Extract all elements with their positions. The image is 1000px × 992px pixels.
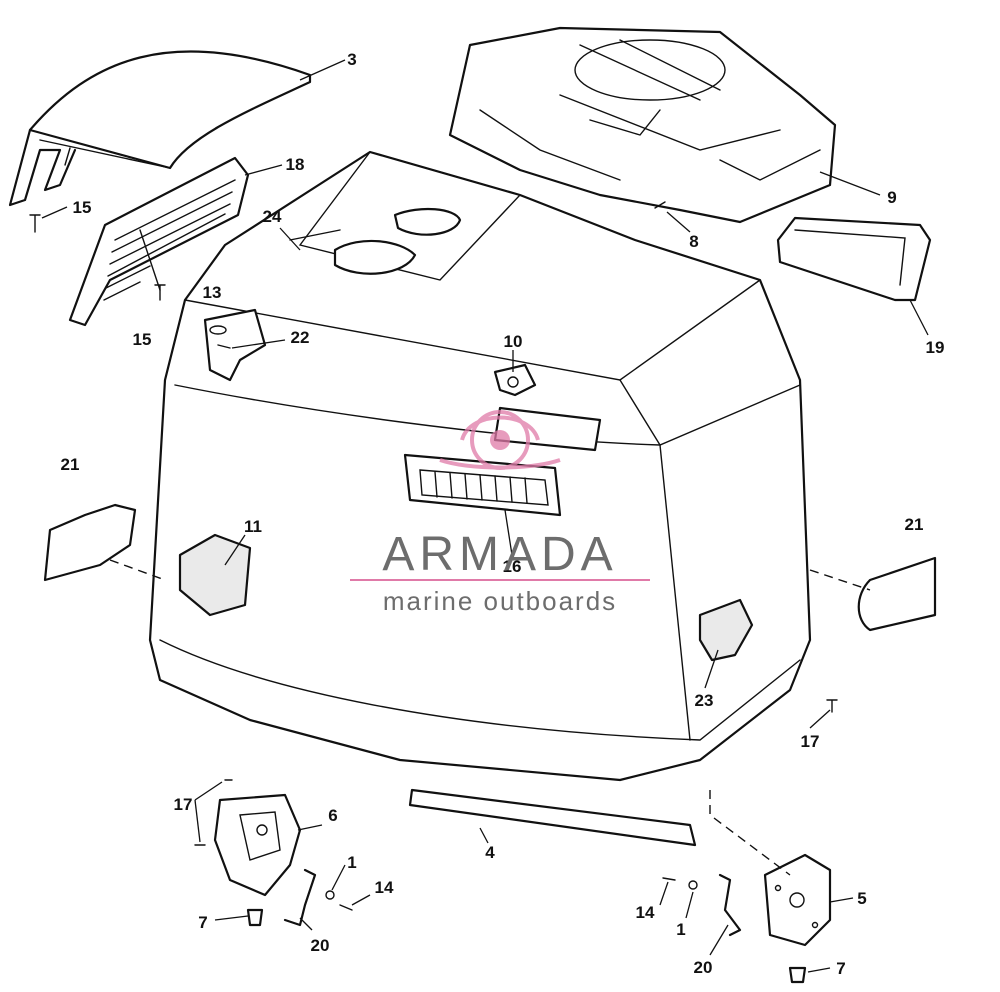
armada-logo-mark xyxy=(439,410,561,470)
part-11-foam xyxy=(178,533,252,617)
callout-8: 8 xyxy=(689,232,698,251)
leader-21-right xyxy=(809,569,871,591)
callout-22: 22 xyxy=(291,328,310,347)
callout-1: 1 xyxy=(347,853,356,872)
callout-20: 20 xyxy=(311,936,330,955)
leader-5 xyxy=(709,790,791,876)
callout-14: 14 xyxy=(636,903,655,922)
callout-16: 16 xyxy=(503,557,522,576)
callout-leaders xyxy=(41,59,929,973)
part-4-seal-strip xyxy=(408,788,697,847)
callout-21: 21 xyxy=(61,455,80,474)
part-21-decal-right xyxy=(857,556,937,632)
part-21-decal-left xyxy=(43,503,137,582)
part-5-latch-plate xyxy=(763,853,832,947)
callout-3: 3 xyxy=(347,50,356,69)
leader-21-left xyxy=(109,559,166,581)
callout-7: 7 xyxy=(198,913,207,932)
part-6-latch xyxy=(213,793,302,897)
callout-labels: 3 18 15 15 24 13 22 9 8 19 10 21 21 11 1… xyxy=(61,50,945,978)
part-23-foam xyxy=(698,598,754,662)
part-24-seal xyxy=(289,229,341,241)
part-18-grille xyxy=(68,156,250,327)
callout-15: 15 xyxy=(73,198,92,217)
callout-24: 24 xyxy=(263,207,282,226)
callout-14: 14 xyxy=(375,878,394,897)
part-10-16-vent-assembly xyxy=(403,363,602,517)
callout-20: 20 xyxy=(694,958,713,977)
part-20-bracket-left xyxy=(283,868,317,927)
part-13-emblem xyxy=(203,308,267,382)
fasteners xyxy=(29,201,838,984)
callout-19: 19 xyxy=(926,338,945,357)
callout-17: 17 xyxy=(174,795,193,814)
part-20-bracket-right xyxy=(718,873,742,937)
part-19-vent xyxy=(776,216,932,302)
part-3-hood xyxy=(8,50,312,207)
callout-11: 11 xyxy=(244,517,262,536)
callout-6: 6 xyxy=(328,806,337,825)
brand-tagline: marine outboards xyxy=(383,586,617,616)
part-9-upper-housing xyxy=(448,26,837,224)
callout-7: 7 xyxy=(836,959,845,978)
callout-9: 9 xyxy=(887,188,896,207)
callout-15: 15 xyxy=(133,330,152,349)
callout-1: 1 xyxy=(676,920,685,939)
callout-4: 4 xyxy=(485,843,495,862)
callout-13: 13 xyxy=(203,283,222,302)
brand-name: ARMADA xyxy=(382,528,617,581)
armada-watermark: ARMADA marine outboards xyxy=(350,410,650,616)
callout-23: 23 xyxy=(695,691,714,710)
callout-21: 21 xyxy=(905,515,924,534)
callout-17: 17 xyxy=(801,732,820,751)
callout-18: 18 xyxy=(286,155,305,174)
callout-10: 10 xyxy=(504,332,523,351)
callout-5: 5 xyxy=(857,889,866,908)
